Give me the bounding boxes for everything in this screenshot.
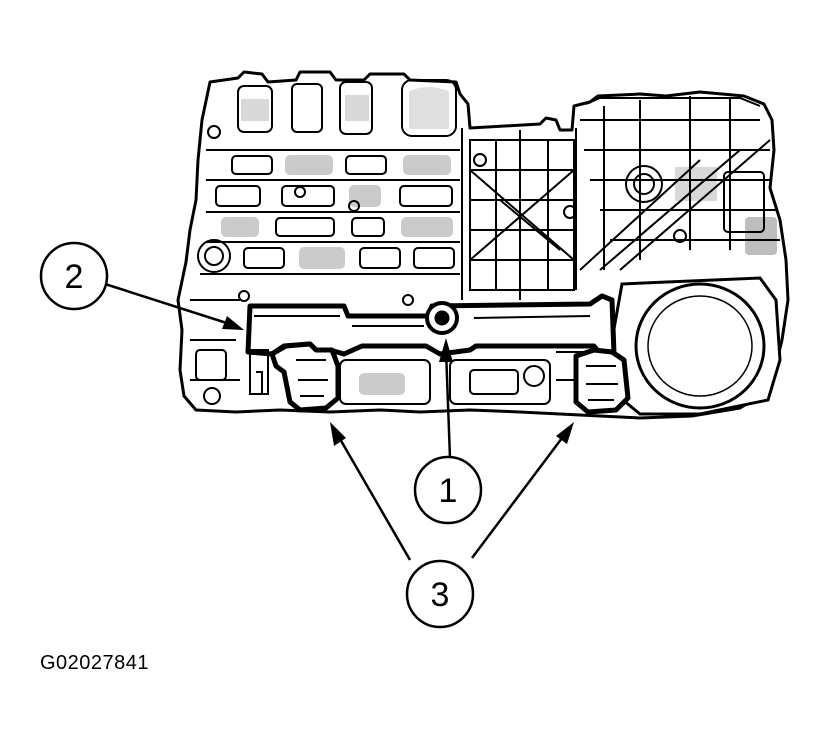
arrowhead-1 <box>439 338 453 362</box>
callout-3-label: 3 <box>431 576 450 614</box>
leader-lines <box>104 282 569 561</box>
accumulator-bore <box>610 276 782 416</box>
valve-body-passages <box>197 79 780 306</box>
figure-id: G02027841 <box>40 652 150 674</box>
retaining-bolt <box>425 301 459 335</box>
clip-right <box>573 347 631 415</box>
clip-right-detail <box>586 365 618 401</box>
arrowhead-2 <box>222 316 244 330</box>
callout-1: 1 <box>413 455 483 525</box>
retaining-plate-detail <box>249 315 591 395</box>
callout-2-label: 2 <box>65 258 84 296</box>
arrowhead-3-right <box>556 422 574 444</box>
callout-3: 3 <box>405 559 475 629</box>
callout-2: 2 <box>39 241 109 311</box>
arrowheads <box>222 316 574 446</box>
clip-left-detail <box>296 359 328 397</box>
callout-1-label: 1 <box>439 472 458 510</box>
arrowhead-3-left <box>330 422 346 446</box>
